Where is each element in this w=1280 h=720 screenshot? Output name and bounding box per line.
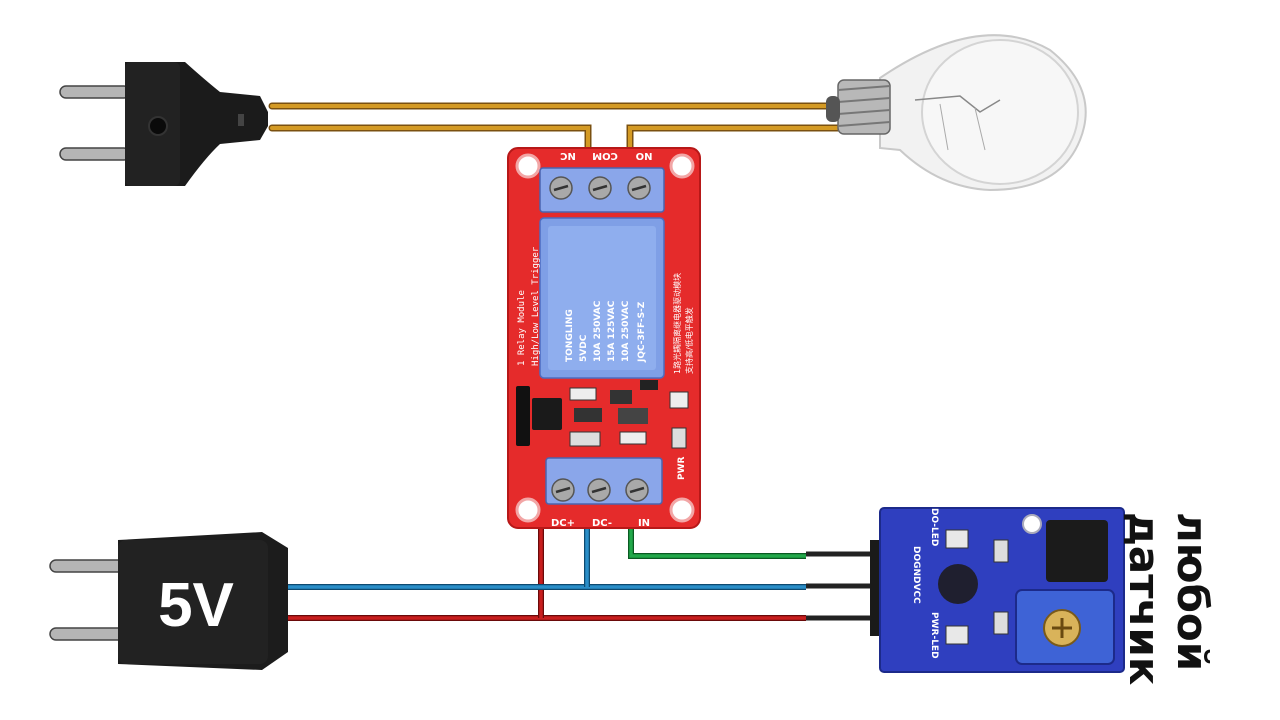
relay-title: 1 Relay Module [517,290,527,366]
relay-module: NC COM NO TONGLING 5VDC 10A 250VAC 15A 1… [507,147,701,529]
relay-chinese-title: 1路光耦隔离继电器驱动模块 [672,273,682,374]
coil-model: JQC-3FF-S-Z [637,301,647,363]
mains-plug [59,62,268,186]
adapter-voltage-label: 5V [158,571,234,640]
mains-wires [268,102,864,186]
relay-components [516,380,689,449]
mounting-hole [515,153,541,179]
power-adapter: 5V [49,532,288,670]
sensor-caption: любой датчик [1120,512,1217,685]
terminal-com-label: COM [592,150,618,161]
coil-spec-3: 15A 125VAC [607,300,617,362]
relay-coil: TONGLING 5VDC 10A 250VAC 15A 125VAC 10A … [539,217,665,379]
terminal-nc-label: NC [560,150,576,161]
pwr-label: PWR [677,456,687,480]
sensor-caption-line1: любой [1168,512,1217,671]
coil-spec-2: 10A 250VAC [593,300,603,362]
coil-brand: TONGLING [565,309,575,362]
sensor-module: DO-LED DOGNDVCC PWR-LED [806,507,1125,673]
pwr-led-label: PWR-LED [929,612,939,659]
terminal-dc-plus-label: DC+ [551,518,575,529]
sensor-caption-line2: датчик [1120,512,1169,685]
mounting-hole [669,497,695,523]
mounting-hole [1022,514,1042,534]
relay-chinese-subtitle: 支持高/低电平触发 [684,307,694,374]
mounting-hole [669,153,695,179]
light-bulb [826,34,1087,192]
mounting-hole [515,497,541,523]
terminal-dc-minus-label: DC- [592,518,612,529]
coil-spec-1: 5VDC [579,334,589,362]
sensor-pins-label: DOGNDVCC [911,546,921,604]
relay-trigger-text: High/Low Level Trigger [531,246,541,366]
coil-spec-4: 10A 250VAC [621,300,631,362]
relay-input-terminal [545,457,663,505]
terminal-in-label: IN [638,518,650,529]
terminal-no-label: NO [636,150,653,161]
relay-output-terminal [539,167,665,213]
do-led-label: DO-LED [929,508,939,546]
